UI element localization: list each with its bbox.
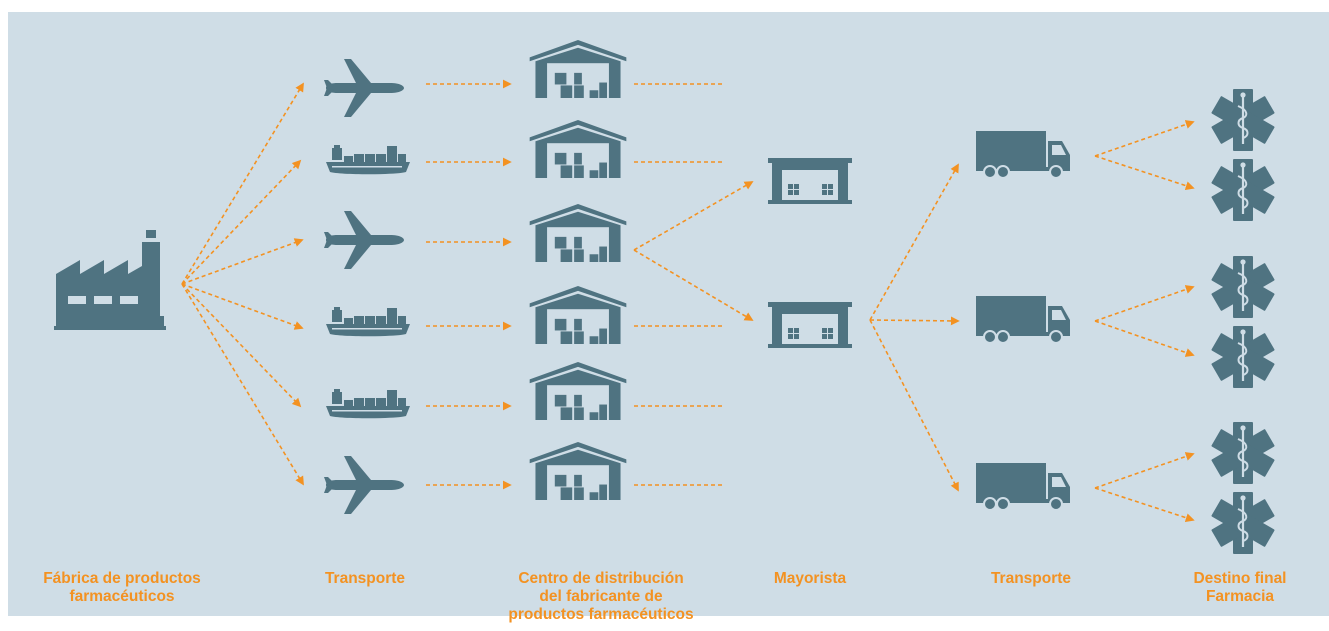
wholesaler-icon bbox=[768, 302, 852, 348]
warehouse-icon bbox=[529, 40, 627, 98]
arrow-wholesaler-to-truck-3 bbox=[869, 319, 959, 492]
pharmacy-icon bbox=[1211, 158, 1275, 222]
warehouse-icon bbox=[529, 204, 627, 262]
wholesaler-icon bbox=[768, 158, 852, 204]
arrow-truck-to-pharmacy-2 bbox=[1094, 155, 1195, 191]
arrow-factory-to-transport-5 bbox=[181, 283, 302, 408]
arrow-factory-to-transport-2 bbox=[181, 159, 302, 285]
arrow-truck-to-pharmacy-5 bbox=[1094, 452, 1195, 489]
ship-icon bbox=[326, 145, 410, 175]
pharmacy-icon bbox=[1211, 88, 1275, 152]
plane-icon bbox=[324, 211, 404, 269]
warehouse-icon bbox=[529, 286, 627, 344]
diagram-background bbox=[8, 12, 1329, 616]
label-distribution-center: Centro de distribución del fabricante de… bbox=[508, 570, 694, 623]
pharmacy-icon bbox=[1211, 421, 1275, 485]
arrow-truck-to-pharmacy-4 bbox=[1094, 320, 1195, 357]
warehouse-icon bbox=[529, 442, 627, 500]
pharmacy-icon bbox=[1211, 491, 1275, 555]
arrow-truck-to-pharmacy-1 bbox=[1094, 120, 1195, 157]
arrow-wholesaler-to-truck-2 bbox=[869, 316, 960, 326]
truck-icon bbox=[976, 131, 1071, 179]
arrow-warehouse-to-wholesaler-2 bbox=[633, 249, 754, 321]
warehouse-icon bbox=[529, 120, 627, 178]
flow-arrows bbox=[181, 79, 1195, 523]
label-transport-1: Transporte bbox=[324, 570, 406, 587]
label-transport-2: Transporte bbox=[990, 570, 1072, 587]
arrow-truck-to-pharmacy-3 bbox=[1094, 285, 1195, 322]
ship-icon bbox=[326, 389, 410, 419]
label-wholesaler: Mayorista bbox=[773, 570, 847, 587]
warehouse-icon bbox=[529, 362, 627, 420]
pharmacy-icon bbox=[1211, 325, 1275, 389]
arrow-warehouse-to-wholesaler-1 bbox=[633, 181, 754, 251]
arrow-factory-to-transport-3 bbox=[181, 238, 304, 285]
pharmacy-icon bbox=[1211, 255, 1275, 319]
arrow-factory-to-transport-4 bbox=[181, 283, 304, 330]
arrow-truck-to-pharmacy-6 bbox=[1094, 487, 1195, 523]
plane-icon bbox=[324, 456, 404, 514]
ship-icon bbox=[326, 307, 410, 337]
arrow-factory-to-transport-1 bbox=[181, 82, 304, 285]
truck-icon bbox=[976, 296, 1071, 344]
truck-icon bbox=[976, 463, 1071, 511]
arrow-factory-to-transport-6 bbox=[181, 283, 304, 486]
label-factory: Fábrica de productos farmacéuticos bbox=[43, 570, 201, 605]
factory-icon bbox=[54, 230, 166, 330]
arrow-wholesaler-to-truck-1 bbox=[869, 163, 959, 321]
plane-icon bbox=[324, 59, 404, 117]
label-destination: Destino final Farmacia bbox=[1193, 570, 1287, 605]
